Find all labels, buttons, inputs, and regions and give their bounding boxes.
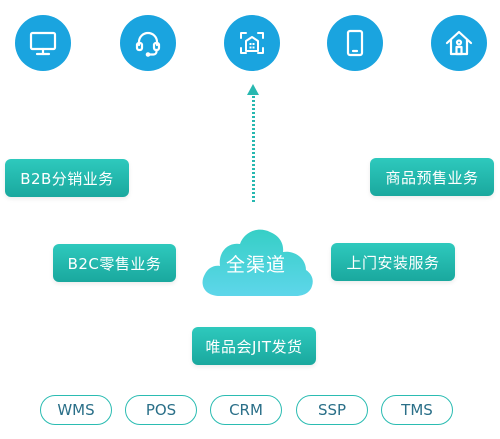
house-icon — [431, 15, 487, 71]
headset-icon — [120, 15, 176, 71]
tablet-icon — [327, 15, 383, 71]
jit-shipping-pill: 唯品会JIT发货 — [192, 327, 316, 365]
arrow-head — [247, 84, 259, 95]
system-pill-ssp: SSP — [296, 395, 368, 425]
b2c-retail-pill: B2C零售业务 — [53, 244, 176, 282]
omnichannel-label: 全渠道 — [225, 254, 286, 276]
system-pill-tms: TMS — [381, 395, 453, 425]
onsite-install-pill: 上门安装服务 — [331, 243, 455, 281]
b2b-distribution-pill: B2B分销业务 — [5, 159, 129, 197]
system-pill-pos: POS — [125, 395, 197, 425]
monitor-icon — [15, 15, 71, 71]
dashed-connector — [252, 96, 255, 202]
system-pill-wms: WMS — [40, 395, 112, 425]
cloud-icon — [202, 229, 313, 296]
system-pill-crm: CRM — [210, 395, 282, 425]
building-scan-icon — [224, 15, 280, 71]
presale-pill: 商品预售业务 — [370, 158, 494, 196]
